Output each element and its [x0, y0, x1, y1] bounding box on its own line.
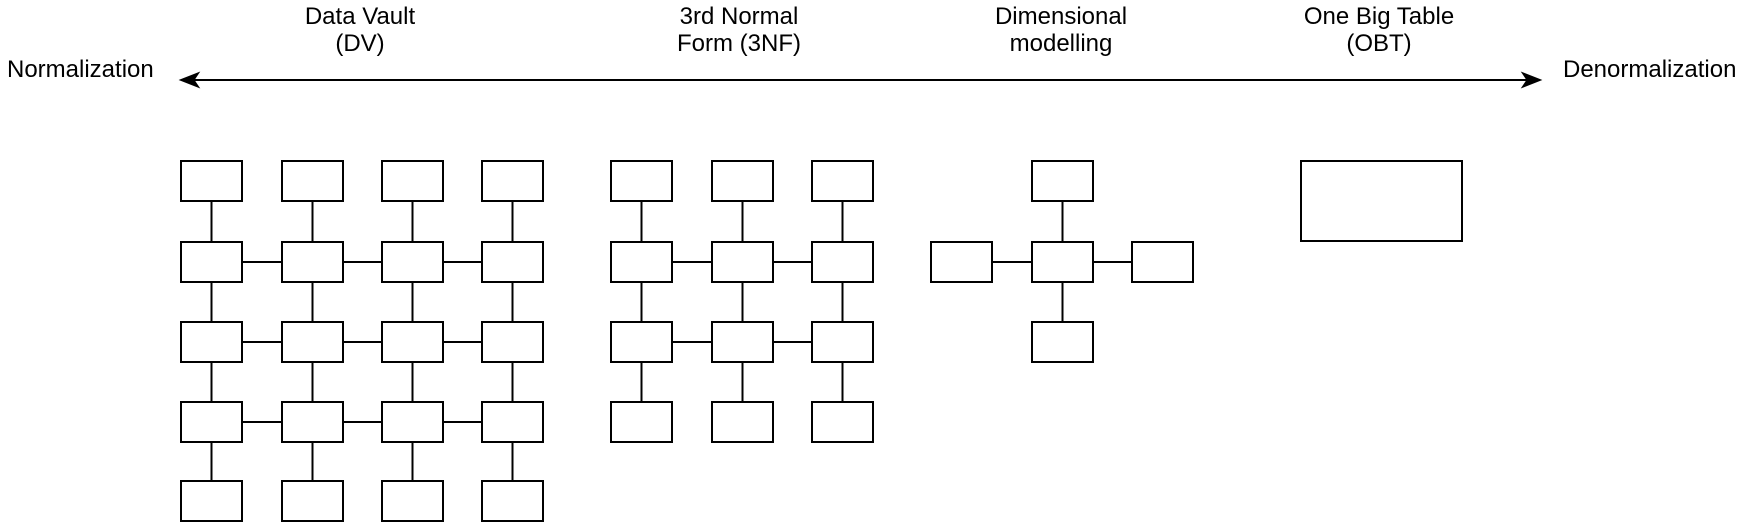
data-vault-table-box: [481, 480, 544, 522]
denormalization-label: Denormalization: [1563, 56, 1737, 83]
data-vault-table-box: [281, 321, 344, 363]
dimensional-modelling-table-box: [1031, 321, 1094, 363]
third-normal-form-table-box: [711, 241, 774, 283]
approach-label-dimensional-modelling: Dimensional modelling: [995, 3, 1127, 57]
third-normal-form-table-box: [610, 160, 673, 202]
third-normal-form-table-box: [811, 160, 874, 202]
data-vault-table-box: [381, 321, 444, 363]
data-vault-table-box: [281, 241, 344, 283]
data-vault-table-box: [281, 160, 344, 202]
data-vault-table-box: [180, 241, 243, 283]
third-normal-form-table-box: [711, 160, 774, 202]
data-vault-table-box: [281, 480, 344, 522]
approach-abbrev-text: (DV): [335, 30, 385, 57]
third-normal-form-table-box: [811, 241, 874, 283]
data-vault-table-box: [180, 401, 243, 443]
approach-abbrev-text: Form (3NF): [677, 30, 801, 57]
approach-name-text: One Big Table: [1303, 3, 1455, 30]
third-normal-form-table-box: [610, 241, 673, 283]
data-vault-table-box: [281, 401, 344, 443]
third-normal-form-table-box: [811, 401, 874, 443]
approach-label-third-normal-form: 3rd Normal Form (3NF): [677, 3, 801, 57]
approach-name-text: 3rd Normal: [679, 3, 799, 30]
normalization-label: Normalization: [7, 56, 154, 83]
one-big-table-table-box: [1300, 160, 1463, 242]
data-vault-table-box: [180, 321, 243, 363]
third-normal-form-table-box: [811, 321, 874, 363]
right-arrowhead-icon: [1520, 71, 1543, 89]
data-vault-table-box: [381, 480, 444, 522]
third-normal-form-table-box: [610, 401, 673, 443]
approach-label-data-vault: Data Vault (DV): [305, 3, 415, 57]
third-normal-form-table-box: [711, 401, 774, 443]
dimensional-modelling-table-box: [930, 241, 993, 283]
data-vault-table-box: [481, 241, 544, 283]
dimensional-modelling-table-box: [1131, 241, 1194, 283]
data-vault-table-box: [481, 401, 544, 443]
approach-label-one-big-table: One Big Table (OBT): [1304, 3, 1454, 57]
approach-name-text: Data Vault: [304, 3, 416, 30]
data-vault-table-box: [180, 480, 243, 522]
third-normal-form-table-box: [610, 321, 673, 363]
approach-abbrev-text: (OBT): [1346, 30, 1412, 57]
data-vault-table-box: [381, 401, 444, 443]
data-vault-table-box: [481, 160, 544, 202]
dimensional-modelling-table-box: [1031, 160, 1094, 202]
data-vault-table-box: [481, 321, 544, 363]
approach-name-text: Dimensional: [994, 3, 1128, 30]
left-arrowhead-icon: [178, 71, 201, 89]
data-vault-table-box: [180, 160, 243, 202]
dimensional-modelling-table-box: [1031, 241, 1094, 283]
approach-abbrev-text: modelling: [1009, 30, 1113, 57]
third-normal-form-table-box: [711, 321, 774, 363]
data-vault-table-box: [381, 160, 444, 202]
data-vault-table-box: [381, 241, 444, 283]
